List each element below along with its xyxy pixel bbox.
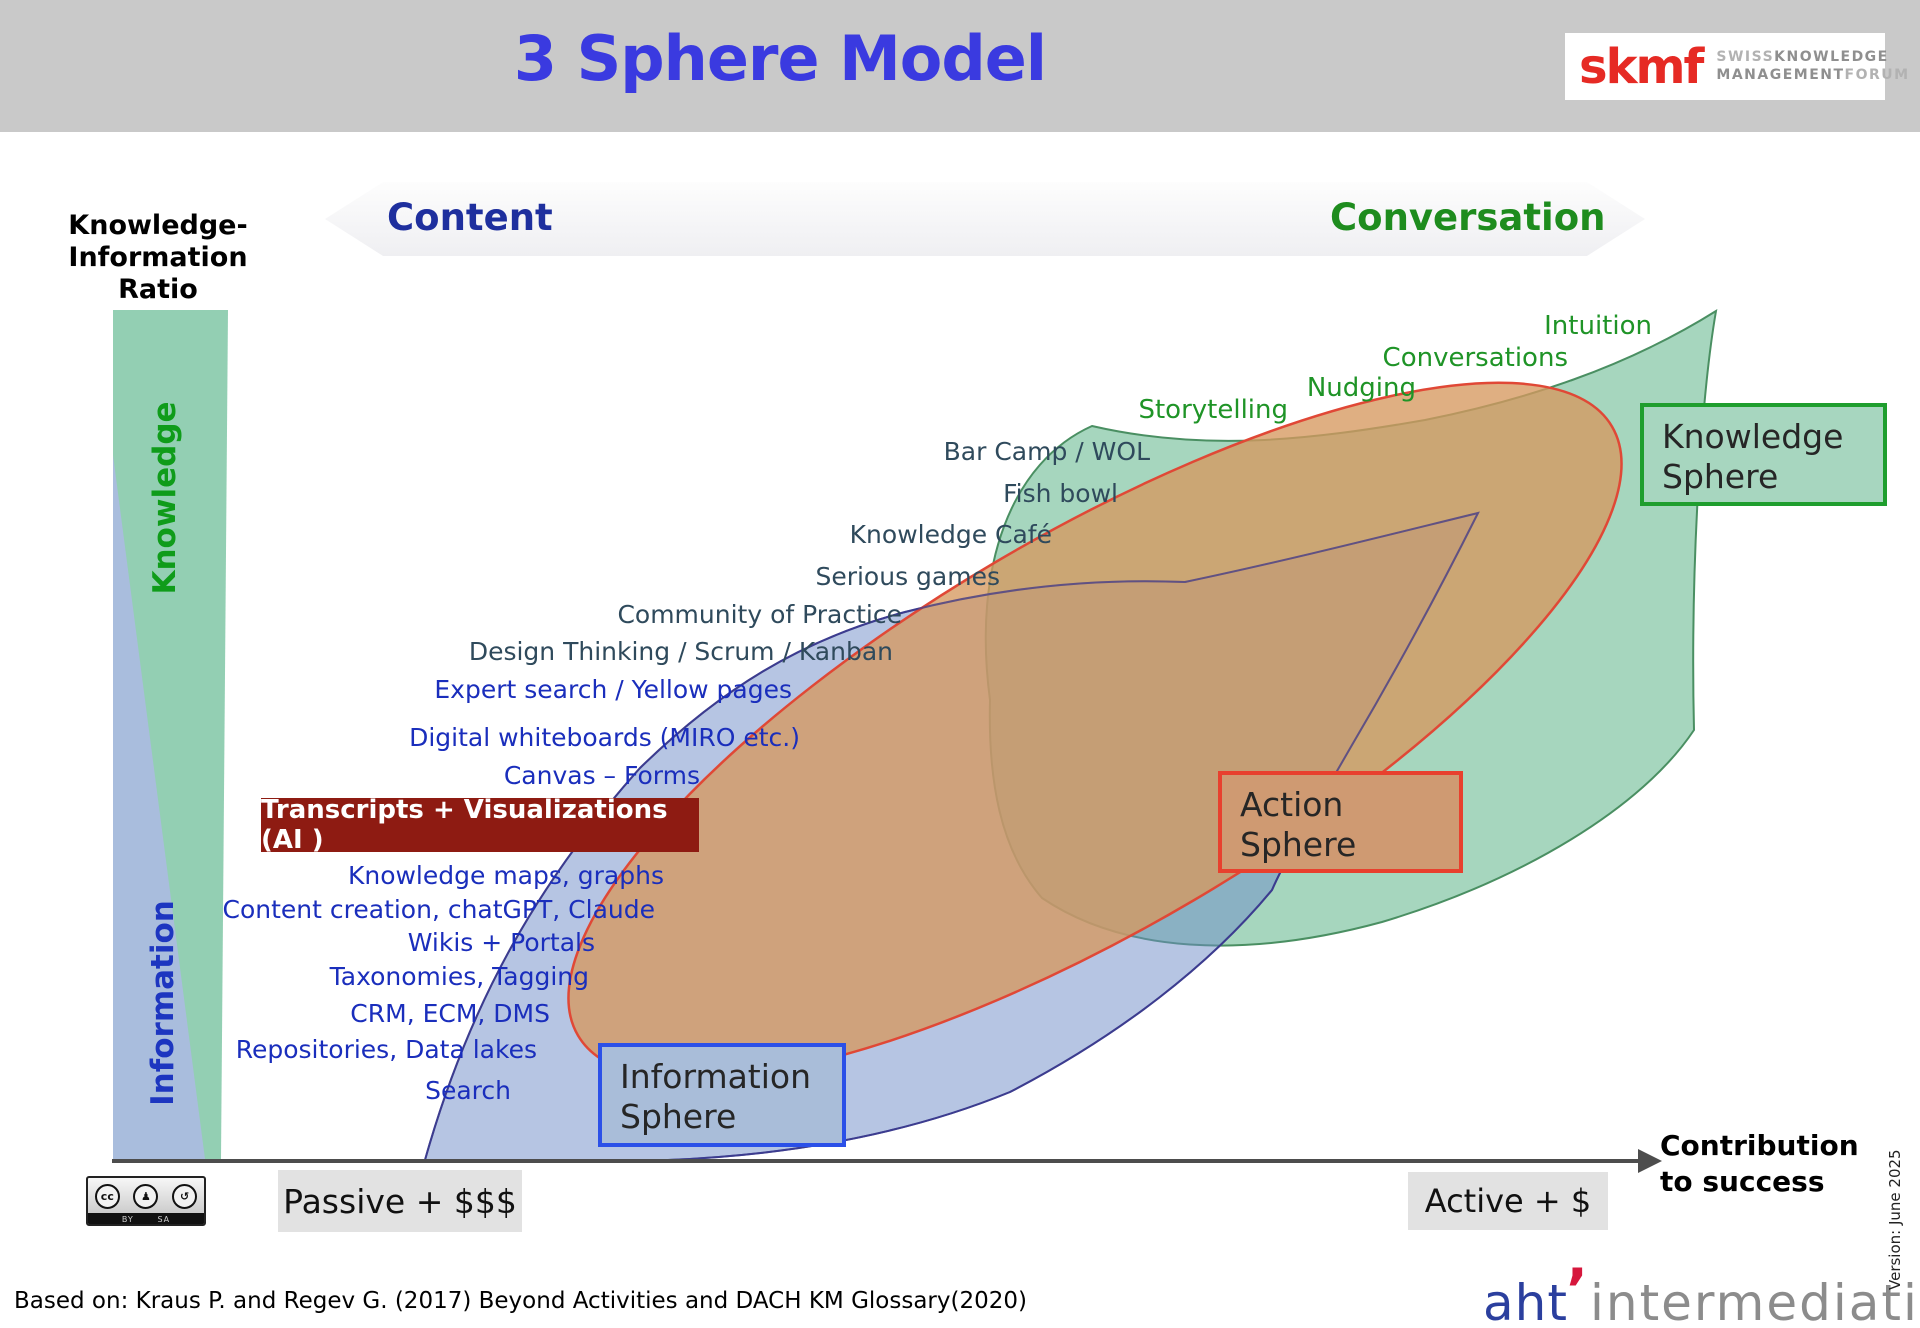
skmf-logo-abbr: skmf — [1579, 38, 1704, 95]
version-label: Version: June 2025 — [1886, 1149, 1904, 1291]
cc-by-person-icon: ♟ — [133, 1183, 159, 1209]
action-sphere-label: Action Sphere — [1218, 771, 1463, 873]
skmf-forum: FORUM — [1844, 66, 1910, 83]
cc-license-badge: cc ♟ ↺ BY SA — [86, 1176, 206, 1226]
citation: Based on: Kraus P. and Regev G. (2017) B… — [14, 1288, 1027, 1314]
ratio-information-label: Information — [145, 900, 181, 1106]
label-expert-search: Expert search / Yellow pages — [434, 675, 792, 704]
banner-conversation-label: Conversation — [1330, 196, 1606, 239]
label-intuition: Intuition — [1544, 311, 1652, 341]
ratio-title-line3: Ratio — [118, 273, 198, 305]
ratio-title-line1: Knowledge- — [68, 210, 248, 241]
action-sphere-line1: Action — [1240, 785, 1344, 824]
label-community-of-practice: Community of Practice — [617, 600, 902, 629]
knowledge-sphere-line1: Knowledge — [1662, 417, 1844, 456]
skmf-management: MANAGEMENT — [1716, 66, 1845, 83]
page-title: 3 Sphere Model — [513, 22, 1047, 95]
cc-icon: cc — [94, 1183, 120, 1209]
aht-logo-apostrophe-icon: ’ — [1565, 1256, 1588, 1324]
cc-sa-icon: ↺ — [172, 1183, 198, 1209]
label-repositories: Repositories, Data lakes — [235, 1035, 537, 1064]
information-sphere-line2: Sphere — [620, 1097, 737, 1137]
label-bar-camp: Bar Camp / WOL — [943, 437, 1150, 466]
axis-arrowhead-icon — [1638, 1149, 1662, 1173]
label-design-thinking: Design Thinking / Scrum / Kanban — [468, 637, 893, 666]
aht-logo-blue: aht — [1483, 1274, 1568, 1328]
content-conversation-banner: Content Conversation — [325, 182, 1645, 256]
active-label: Active + $ — [1408, 1172, 1608, 1230]
action-sphere-line2: Sphere — [1240, 825, 1357, 865]
contribution-axis-line — [112, 1159, 1640, 1163]
label-conversations: Conversations — [1382, 343, 1568, 373]
information-sphere-line1: Information — [620, 1057, 812, 1096]
skmf-logo: skmf SWISSKNOWLEDGE MANAGEMENTFORUM — [1565, 33, 1908, 100]
label-knowledge-maps: Knowledge maps, graphs — [347, 861, 664, 890]
cc-sa-label: SA — [157, 1214, 171, 1224]
information-sphere-outline — [423, 511, 1480, 1163]
axis-title-line2: to success — [1660, 1165, 1825, 1199]
skmf-logo-text: SWISSKNOWLEDGE MANAGEMENTFORUM — [1716, 49, 1909, 84]
ratio-knowledge-label: Knowledge — [147, 401, 183, 595]
cc-by-label: BY — [121, 1214, 134, 1224]
passive-label: Passive + $$$ — [278, 1170, 522, 1232]
banner-content-label: Content — [387, 196, 553, 239]
skmf-swiss: SWISS — [1716, 49, 1775, 65]
knowledge-sphere-label: Knowledge Sphere — [1640, 403, 1887, 506]
action-sphere-shape — [567, 381, 1623, 1081]
label-nudging: Nudging — [1306, 373, 1416, 403]
label-storytelling: Storytelling — [1138, 395, 1288, 425]
skmf-knowledge: KNOWLEDGE — [1774, 49, 1889, 65]
label-taxonomies-tagging: Taxonomies, Tagging — [329, 962, 589, 991]
ratio-axis-title: Knowledge- Information Ratio — [58, 210, 258, 306]
label-canvas-forms: Canvas – Forms — [503, 761, 700, 790]
aht-logo: aht’intermediation — [1483, 1256, 1920, 1328]
label-content-creation: Content creation, chatGPT, Claude — [222, 895, 655, 924]
ratio-bar-information — [113, 455, 205, 1159]
axis-title-line1: Contribution — [1660, 1129, 1859, 1162]
information-sphere-label: Information Sphere — [598, 1043, 846, 1147]
knowledge-sphere-line2: Sphere — [1662, 457, 1779, 497]
label-knowledge-cafe: Knowledge Café — [849, 520, 1052, 549]
label-search: Search — [425, 1076, 511, 1105]
label-digital-whiteboards: Digital whiteboards (MIRO etc.) — [409, 723, 800, 752]
label-serious-games: Serious games — [815, 562, 1000, 591]
axis-title: Contribution to success — [1660, 1128, 1859, 1201]
aht-logo-gray: intermediation — [1589, 1274, 1920, 1328]
label-fish-bowl: Fish bowl — [1003, 479, 1118, 508]
transcripts-highlight: Transcripts + Visualizations (AI ) — [261, 795, 699, 855]
ratio-title-line2: Information — [68, 241, 248, 273]
label-crm-ecm-dms: CRM, ECM, DMS — [350, 999, 550, 1028]
label-wikis-portals: Wikis + Portals — [407, 928, 595, 957]
